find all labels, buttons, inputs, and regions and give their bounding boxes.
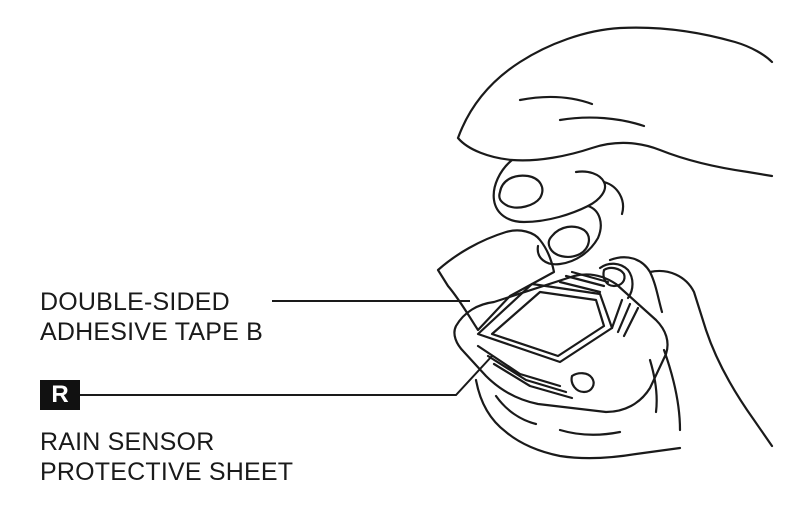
upper-thumbnail [498,174,544,209]
upper-hand-knuckle-line [518,95,646,128]
upper-index-finger [536,180,625,266]
housing-tab [570,372,595,394]
sensor-housing-inner [476,282,614,364]
lower-hand-outline [608,256,774,448]
upper-index-fingernail [547,225,590,258]
housing-ribs [558,270,640,338]
label-sheet-line1: RAIN SENSOR [40,428,215,456]
lower-thumbnail [602,266,626,288]
reference-badge: R [40,380,80,410]
label-tape-line1: DOUBLE-SIDED [40,288,230,316]
sensor-housing-outer [453,273,669,414]
lower-palm [474,348,682,460]
upper-hand-outline [456,26,774,178]
label-double-sided-adhesive-tape: DOUBLE-SIDED ADHESIVE TAPE B [40,287,263,347]
housing-edge-lines [476,344,574,400]
lower-finger-creases [494,358,658,436]
sensor-lens [490,290,606,358]
label-sheet-line2: PROTECTIVE SHEET [40,458,294,486]
lower-thumb-outline [598,262,634,300]
leader-line-sheet [80,355,493,396]
label-rain-sensor-protective-sheet: RAIN SENSOR PROTECTIVE SHEET [40,427,293,487]
label-tape-line2: ADHESIVE TAPE B [40,318,263,346]
upper-thumb-outline [492,158,607,224]
protective-sheet [436,229,556,332]
